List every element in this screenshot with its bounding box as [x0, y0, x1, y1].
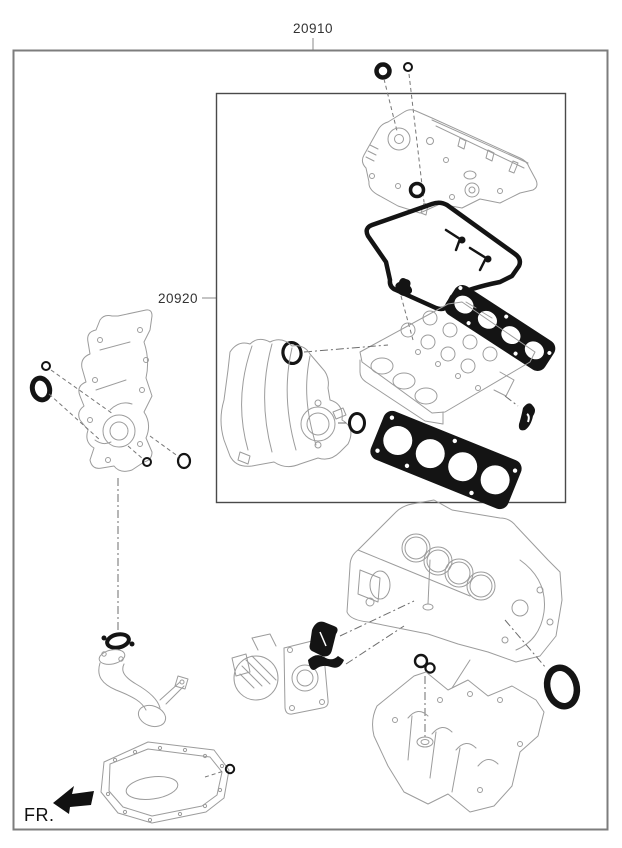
cover-lower-o-ring-small-icon	[142, 457, 152, 467]
throttle-body-o-ring-icon	[348, 412, 366, 434]
front-marker: FR.	[24, 786, 94, 825]
leader-valve-stem-seal	[400, 295, 414, 341]
cylinder-block-icon	[346, 499, 563, 663]
callout-20920: 20920	[158, 291, 216, 306]
oil-cap-o-ring-icon	[374, 62, 392, 80]
oil-pan-icon	[100, 741, 230, 824]
kit-20910-border	[12, 49, 609, 831]
kit-20920-border	[215, 92, 567, 504]
water-pump-icon	[231, 633, 329, 715]
intake-port-o-ring-icon	[281, 340, 303, 366]
callout-20920-label[interactable]: 20920	[158, 291, 198, 306]
block-bedplate-line	[451, 659, 471, 689]
water-pump-gasket-icon	[309, 621, 338, 657]
leader-lower-ring-small	[127, 445, 144, 460]
leader-oil-cap-ring	[383, 78, 398, 132]
valve-cover-gasket-icon	[364, 200, 523, 312]
valve-cover-icon	[361, 109, 538, 216]
camshaft-end-seal-icon	[518, 403, 535, 431]
leader-cam-end-seal	[504, 395, 519, 407]
small-o-ring-icon	[403, 62, 413, 72]
cover-lower-o-ring-large-icon	[176, 452, 192, 470]
coolant-passage-gasket-icon	[308, 655, 344, 670]
leader-pump-gasket	[339, 600, 415, 637]
callout-20910: 20910	[293, 21, 333, 50]
block-o-rings-icon	[413, 653, 436, 674]
intake-manifold-icon	[220, 338, 352, 468]
cylinder-head-icon	[359, 301, 536, 425]
callout-20910-label[interactable]: 20910	[293, 21, 333, 36]
plug-tube-seal-ring-icon	[408, 181, 426, 199]
leader-intake-o-ring	[303, 344, 389, 353]
front-marker-label: FR.	[24, 805, 55, 825]
leader-front-crank-seal	[48, 393, 101, 441]
oil-pickup-tube-icon	[98, 649, 189, 728]
front-direction-arrow-icon	[53, 786, 94, 814]
cover-small-o-ring-icon	[41, 361, 51, 371]
oil-pan-o-ring-icon	[224, 763, 236, 775]
lower-crankcase-icon	[372, 671, 545, 813]
oil-pickup-gasket-icon	[101, 632, 135, 650]
leader-lower-ring-large	[149, 435, 180, 458]
front-crankshaft-seal-icon	[29, 375, 53, 403]
valve-stem-seal-icon	[395, 278, 413, 296]
leader-cover-small-ring	[50, 369, 114, 415]
cylinder-head-gasket-icon	[370, 410, 522, 510]
leader-passage-gasket	[345, 625, 405, 665]
leader-small-ring	[408, 73, 425, 203]
leader-rear-oil-seal	[504, 619, 547, 669]
crankshaft-rear-oil-seal-icon	[543, 664, 581, 710]
timing-chain-cover-icon	[78, 309, 153, 472]
leader-oil-pan-o-ring	[204, 770, 225, 778]
